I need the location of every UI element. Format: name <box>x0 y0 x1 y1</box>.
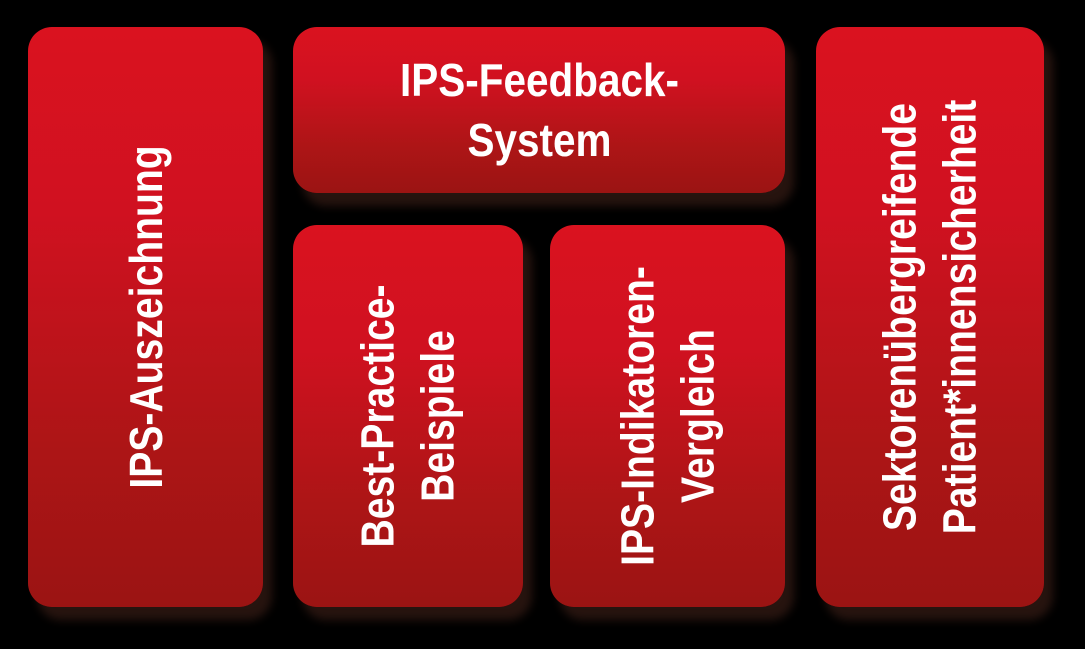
box-ips-auszeichnung-label: IPS-Auszeichnung <box>116 145 176 488</box>
box-ips-indikatoren-vergleich: IPS-Indikatoren- Vergleich <box>550 225 785 607</box>
label-line: Vergleich <box>671 329 724 503</box>
box-best-practice-beispiele: Best-Practice- Beispiele <box>293 225 523 607</box>
box-sektorenuebergreifende-patientensicherheit-label: Sektorenübergreifende Patient*innensiche… <box>870 100 990 535</box>
label-line: IPS-Indikatoren- <box>611 266 664 566</box>
label-line: System <box>466 114 612 166</box>
label-line: Patient*innensicherheit <box>934 99 987 535</box>
box-ips-feedback-system-label: IPS-Feedback- System <box>400 50 679 170</box>
box-sektorenuebergreifende-patientensicherheit: Sektorenübergreifende Patient*innensiche… <box>816 27 1044 607</box>
label-line: Beispiele <box>412 330 465 502</box>
label-line: IPS-Feedback- <box>399 54 679 106</box>
box-ips-auszeichnung: IPS-Auszeichnung <box>28 27 263 607</box>
box-ips-feedback-system: IPS-Feedback- System <box>293 27 785 193</box>
label-line: IPS-Auszeichnung <box>119 145 172 489</box>
box-best-practice-beispiele-label: Best-Practice- Beispiele <box>348 285 468 548</box>
label-line: Best-Practice- <box>352 284 405 548</box>
label-line: Sektorenübergreifende <box>874 102 927 532</box>
box-ips-indikatoren-vergleich-label: IPS-Indikatoren- Vergleich <box>608 266 728 566</box>
